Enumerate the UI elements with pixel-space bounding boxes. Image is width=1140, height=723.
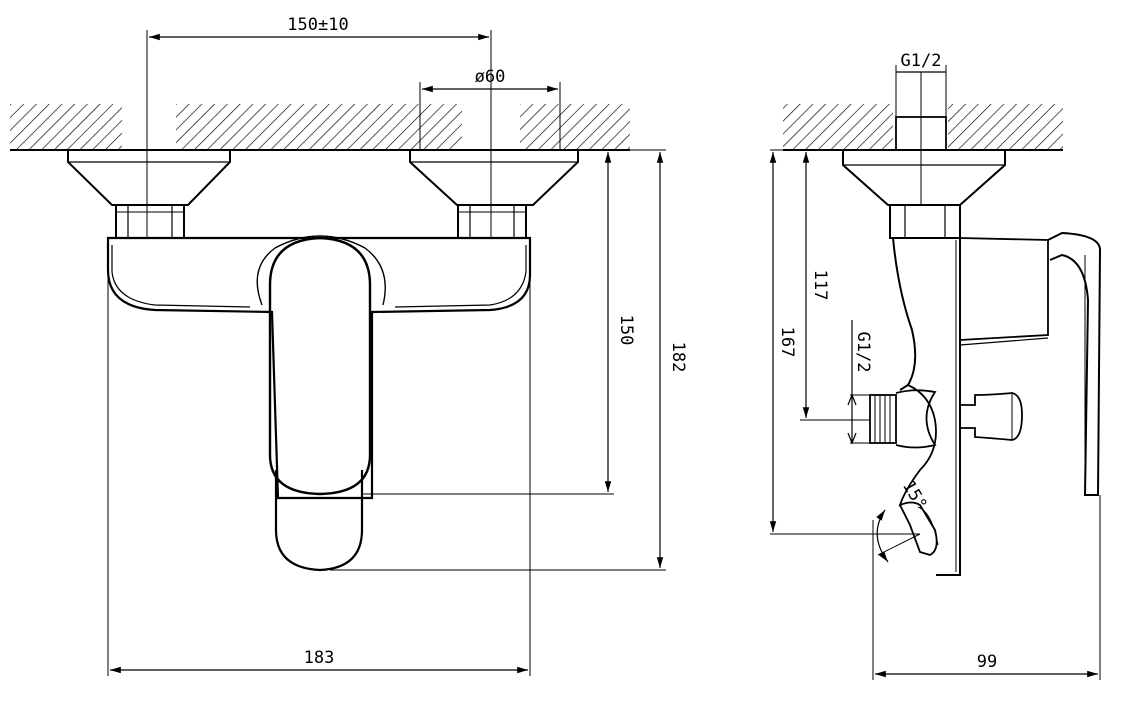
dimension-width: 183: [107, 270, 531, 676]
dimension-height-inner: 150: [604, 152, 636, 492]
lever-handle: [268, 236, 372, 496]
front-view: 150±10 ø60 150 182 183: [10, 15, 688, 676]
side-lever: [1047, 231, 1102, 496]
right-wall-flange: [409, 149, 579, 206]
side-spout: [898, 384, 939, 556]
dimension-spout-angle-label: 15°: [898, 477, 931, 514]
dimension-flange-diameter: ø60: [419, 67, 561, 150]
side-view: G1/2: [769, 51, 1102, 680]
spout: [274, 470, 364, 572]
side-wall-flange: [842, 149, 1006, 206]
lever-ring: [256, 235, 386, 306]
right-hex-nut: [457, 204, 527, 239]
diverter-knob: [960, 392, 1023, 441]
dimension-outlet-height-label: 117: [810, 270, 830, 301]
left-hex-nut: [115, 204, 185, 239]
dimension-outlet-thread-label: G1/2: [853, 332, 873, 373]
outlet-connector: [869, 389, 937, 449]
dimension-spacing: 150±10: [149, 15, 489, 41]
left-wall-flange: [67, 149, 231, 206]
mixer-body: [106, 236, 532, 500]
dimension-height-inner-label: 150: [616, 315, 636, 346]
dimension-width-label: 183: [304, 648, 335, 668]
wall-hatching-front: [10, 104, 630, 150]
dimension-outlet-thread: G1/2: [847, 320, 873, 445]
dimension-height-outer: 182: [656, 152, 688, 568]
dimension-depth: 99: [872, 495, 1101, 680]
dimension-spacing-label: 150±10: [287, 15, 348, 35]
dimension-outlet-height: 117: [796, 149, 870, 421]
dimension-depth-label: 99: [977, 652, 997, 672]
dimension-height-outer-label: 182: [668, 342, 688, 373]
dimension-inlet-thread-label: G1/2: [901, 51, 942, 71]
side-body: [892, 237, 1049, 576]
side-hex-nut: [889, 204, 961, 239]
dimension-inlet-thread: G1/2: [895, 51, 947, 117]
dimension-spout-height-label: 167: [777, 327, 797, 358]
dimension-flange-diameter-label: ø60: [475, 67, 506, 87]
dimension-spout-height: 167: [769, 149, 797, 532]
wall-hatching-side: [783, 104, 1063, 150]
